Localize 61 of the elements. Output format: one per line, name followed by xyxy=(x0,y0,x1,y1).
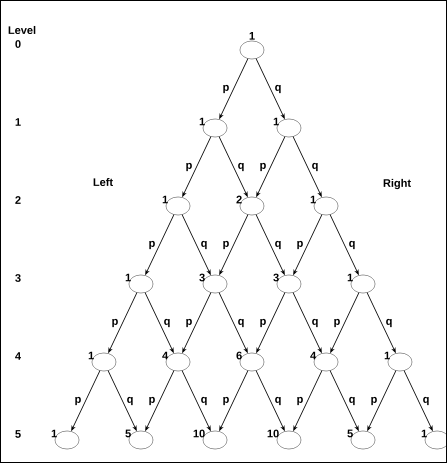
node-value: 5 xyxy=(347,430,353,438)
node-value: 6 xyxy=(236,352,242,360)
edge-label: p xyxy=(297,396,303,406)
node-value: 1 xyxy=(274,118,279,126)
level-number: 2 xyxy=(15,196,21,204)
edge-label: p xyxy=(260,318,266,328)
edge-label: q xyxy=(238,318,244,328)
edge-label: q xyxy=(201,240,207,250)
node-ellipse xyxy=(240,40,264,60)
edge-label: p xyxy=(75,396,81,406)
node-value: 1 xyxy=(162,196,168,204)
edge-label: q xyxy=(349,240,355,250)
node-value: 1 xyxy=(384,352,390,360)
level-number: 0 xyxy=(15,40,21,48)
node-value: 1 xyxy=(310,196,316,204)
edge-label: q xyxy=(275,84,281,94)
edge-label: p xyxy=(186,318,192,328)
node-value: 10 xyxy=(194,430,205,438)
edge-label: q xyxy=(275,396,281,406)
node-value: 1 xyxy=(126,274,131,282)
node-value: 1 xyxy=(250,32,255,40)
level-number: 3 xyxy=(15,274,21,282)
node-value: 2 xyxy=(236,196,242,204)
edge-label: p xyxy=(334,318,340,328)
edge-label: p xyxy=(149,396,155,406)
node-value: 10 xyxy=(268,430,279,438)
node-value: 3 xyxy=(273,274,279,282)
edge-label: p xyxy=(223,396,229,406)
edge-label: q xyxy=(312,318,318,328)
node-value: 4 xyxy=(310,352,316,360)
edge-label: p xyxy=(371,396,377,406)
edge-label: q xyxy=(423,396,429,406)
node-value: 1 xyxy=(348,274,353,282)
edge-label: q xyxy=(201,396,207,406)
edge-label: p xyxy=(149,240,155,250)
edge-label: p xyxy=(112,318,118,328)
level-number: 4 xyxy=(15,352,21,360)
edge-label: q xyxy=(386,318,392,328)
edge-label: p xyxy=(186,162,192,172)
edge-label: p xyxy=(223,240,229,250)
node-value: 1 xyxy=(52,430,57,438)
node-value: 1 xyxy=(422,430,427,438)
edge-label: q xyxy=(275,240,281,250)
edge-label: q xyxy=(238,162,244,172)
node-value: 4 xyxy=(162,352,168,360)
node-value: 5 xyxy=(125,430,131,438)
edge-label: p xyxy=(223,84,229,94)
node-value: 3 xyxy=(199,274,205,282)
edge-label: q xyxy=(164,318,170,328)
edge-label: p xyxy=(260,162,266,172)
node-value: 1 xyxy=(200,118,205,126)
edge-label: p xyxy=(297,240,303,250)
level-heading: Level xyxy=(8,26,36,34)
node-value: 1 xyxy=(88,352,94,360)
edge-label: q xyxy=(127,396,133,406)
side-label: Left xyxy=(94,178,113,186)
side-label: Right xyxy=(384,178,411,190)
level-number: 1 xyxy=(16,118,21,126)
level-number: 5 xyxy=(15,430,21,438)
edge-label: q xyxy=(312,162,318,172)
edge-label: q xyxy=(349,396,355,406)
